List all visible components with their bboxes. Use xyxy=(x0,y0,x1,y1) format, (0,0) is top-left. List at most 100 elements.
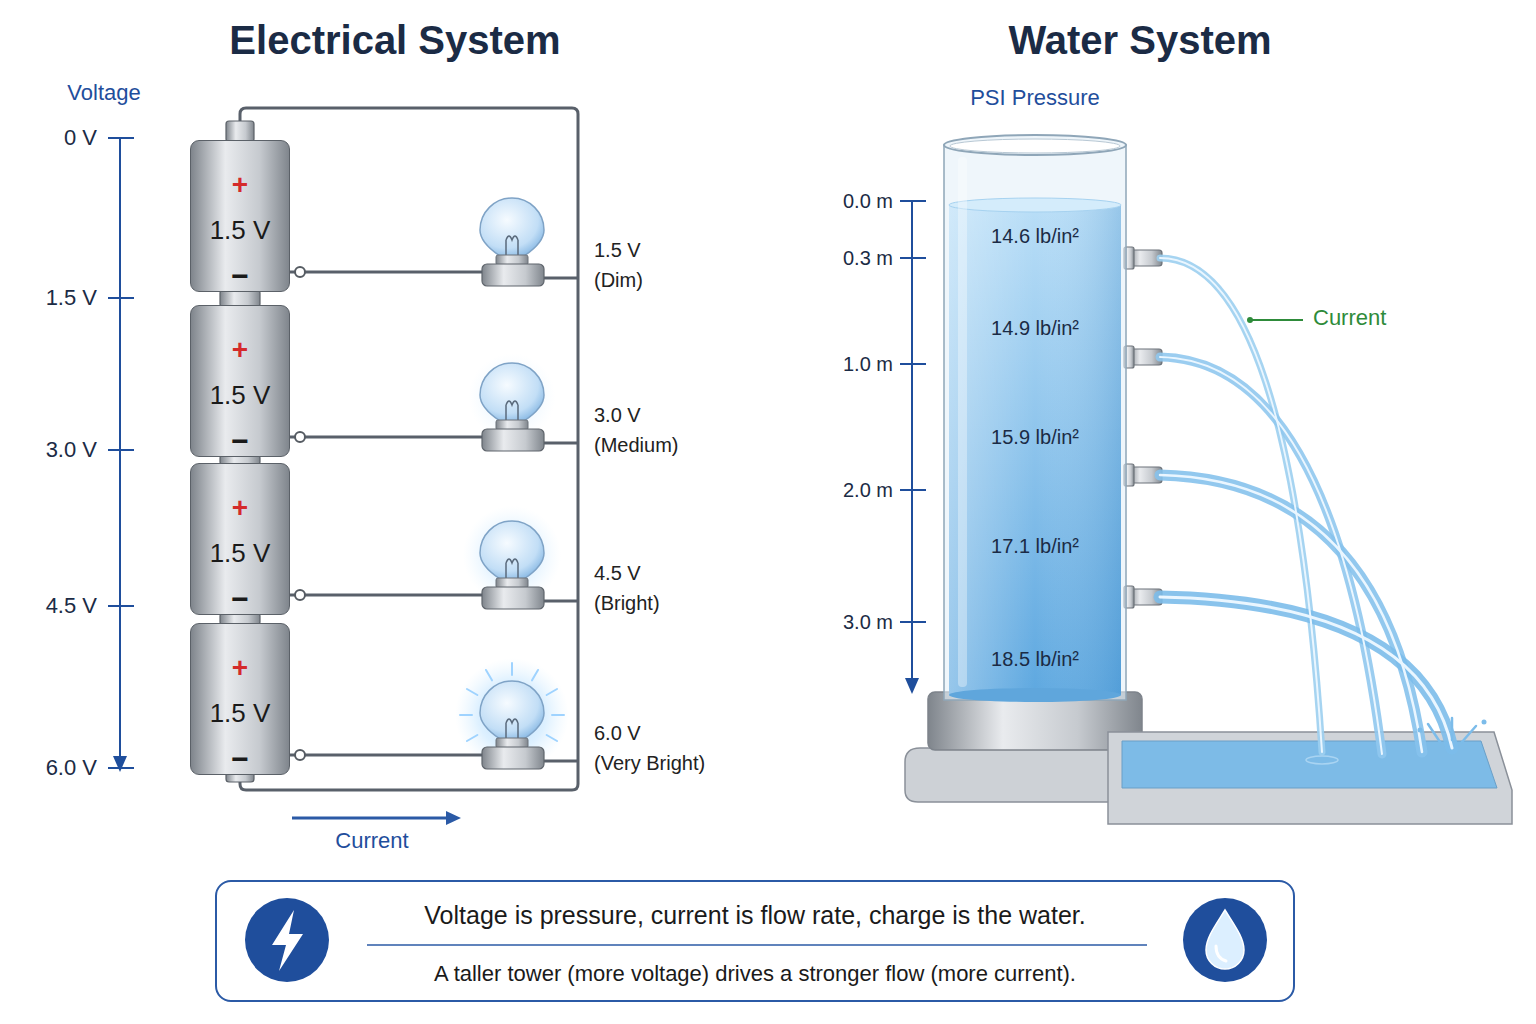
current-label: Current xyxy=(1313,305,1386,331)
bulb-voltage: 1.5 V xyxy=(594,238,641,262)
socket-wire xyxy=(466,754,482,757)
electric-icon xyxy=(245,898,329,982)
pressure-value: 18.5 lb/in² xyxy=(991,647,1079,671)
axis-tick xyxy=(900,257,926,259)
polarity-plus: + xyxy=(232,333,248,367)
axis-tick xyxy=(108,137,134,139)
current-label: Current xyxy=(335,828,408,854)
axis-line xyxy=(911,200,913,680)
pressure-heading: PSI Pressure xyxy=(970,85,1100,111)
water-tower: PSI Pressure14.6 lb/in²14.9 lb/in²15.9 l… xyxy=(940,75,1130,705)
depth-label: 2.0 m xyxy=(843,478,893,502)
bulb-socket xyxy=(482,429,544,451)
stream-highlight xyxy=(1160,258,1322,752)
basin-water xyxy=(1122,741,1497,788)
light-ray xyxy=(532,670,538,680)
light-ray xyxy=(547,689,557,695)
light-ray xyxy=(467,735,477,741)
connecting-wire xyxy=(290,754,466,757)
connecting-wire xyxy=(290,271,466,274)
stream-highlight xyxy=(1160,597,1452,748)
tower-glass xyxy=(944,145,1126,700)
stream-highlight xyxy=(1160,475,1422,752)
socket-wire xyxy=(466,436,482,439)
glass-highlight xyxy=(958,157,967,687)
water-stream xyxy=(1160,258,1322,752)
water-column xyxy=(949,205,1121,695)
splash-line xyxy=(1462,726,1476,742)
arrow-head xyxy=(446,811,461,825)
splash-line xyxy=(1451,718,1454,740)
stream-highlight xyxy=(1160,357,1382,754)
bulb-glow xyxy=(468,353,555,440)
bulb-glass xyxy=(480,681,544,739)
tick-label: 6.0 V xyxy=(46,755,97,781)
light-bulb: 1.5 V(Dim) xyxy=(466,192,716,304)
light-ray xyxy=(486,670,492,680)
axis-tick xyxy=(900,489,926,491)
depth-label: 1.0 m xyxy=(843,352,893,376)
light-ray xyxy=(552,714,564,716)
ripple xyxy=(1306,756,1338,764)
polarity-minus: − xyxy=(231,258,249,294)
light-ray xyxy=(547,735,557,741)
water-streams xyxy=(1160,258,1452,754)
socket-wire xyxy=(466,594,482,597)
divider-line xyxy=(367,944,1147,946)
bulb-figure xyxy=(466,515,566,627)
depth-label: 0.0 m xyxy=(843,189,893,213)
water-stream xyxy=(1160,597,1452,748)
leader-line xyxy=(1250,319,1303,321)
bulb-socket xyxy=(482,587,544,609)
bulb-glass xyxy=(480,198,544,256)
pressure-value: 17.1 lb/in² xyxy=(991,534,1079,558)
light-bulb: 4.5 V(Bright) xyxy=(466,515,716,627)
tick-label: 3.0 V xyxy=(46,437,97,463)
splash-drop xyxy=(1482,720,1487,725)
splash-line xyxy=(1428,724,1440,742)
depth-label: 0.3 m xyxy=(843,246,893,270)
battery-cap xyxy=(226,121,254,142)
brightness-note: (Very Bright) xyxy=(594,751,705,775)
polarity-plus: + xyxy=(232,168,248,202)
brightness-note: (Medium) xyxy=(594,433,678,457)
lightning-bolt xyxy=(272,910,303,971)
pressure-value: 14.9 lb/in² xyxy=(991,316,1079,340)
analogy-note: A taller tower (more voltage) drives a s… xyxy=(434,961,1076,987)
light-ray xyxy=(511,663,513,675)
connectors xyxy=(290,272,466,755)
water-icon xyxy=(1183,898,1267,982)
bulb-figure xyxy=(466,192,566,304)
connecting-wire xyxy=(290,436,466,439)
bulb-voltage: 6.0 V xyxy=(594,721,641,745)
tick-label: 0 V xyxy=(64,125,97,151)
battery-voltage: 1.5 V xyxy=(210,538,271,569)
polarity-minus: − xyxy=(231,581,249,617)
terminal-dot xyxy=(295,267,305,277)
axis-tick xyxy=(900,200,926,202)
polarity-minus: − xyxy=(231,423,249,459)
connecting-wire xyxy=(290,594,466,597)
bulb-wire xyxy=(544,442,578,445)
battery-terminals xyxy=(295,267,305,760)
depth-axis xyxy=(900,200,926,694)
axis-arrow xyxy=(905,678,919,694)
bulb-socket xyxy=(482,747,544,769)
battery-cell: +1.5 V − xyxy=(190,140,290,292)
section-title: Water System xyxy=(1008,16,1271,64)
axis-arrow xyxy=(113,756,127,772)
axis-line xyxy=(119,138,121,758)
axis-tick xyxy=(108,449,134,451)
battery-cell: +1.5 V− xyxy=(190,305,290,457)
bulb-figure xyxy=(466,675,566,787)
polarity-plus: + xyxy=(232,491,248,525)
axis-tick xyxy=(900,621,926,623)
bulb-wire xyxy=(544,277,578,280)
tower-opening xyxy=(950,139,1120,153)
polarity-minus: − xyxy=(231,741,249,777)
battery-voltage: 1.5 V xyxy=(210,215,271,246)
leader-dot xyxy=(1247,317,1253,323)
water-drop xyxy=(1206,910,1244,969)
bulb-figure xyxy=(466,357,566,469)
